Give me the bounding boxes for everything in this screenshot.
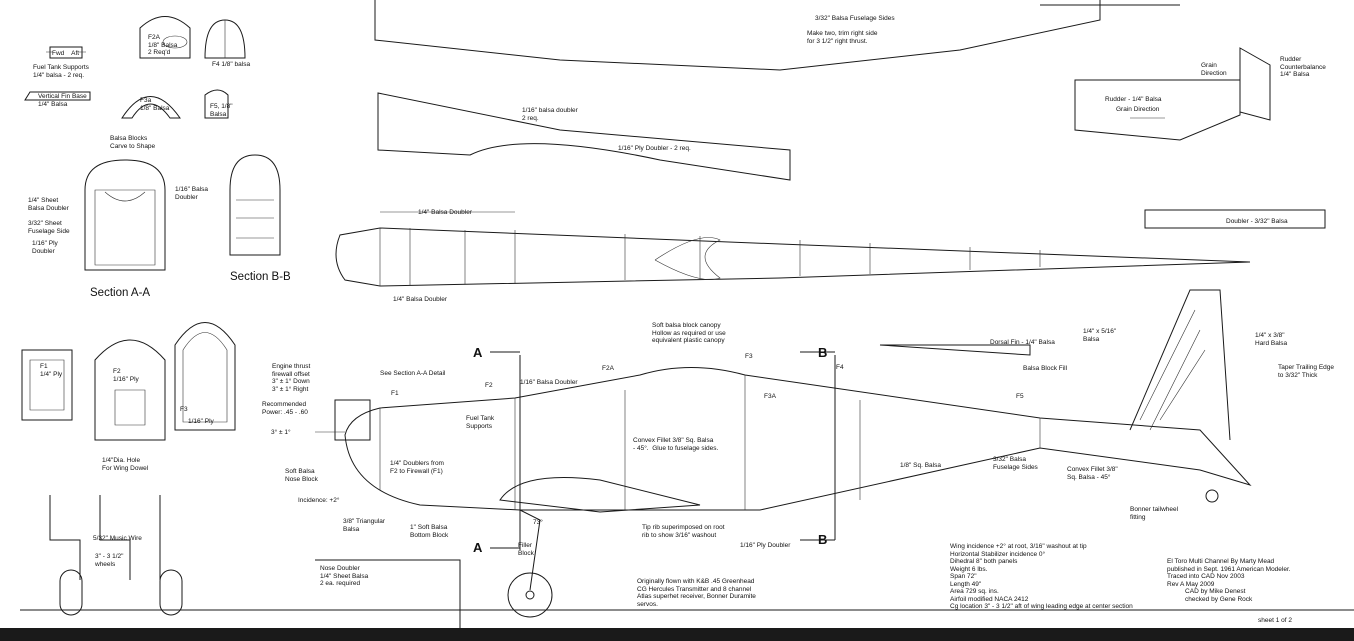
dorsal-fin-label: Dorsal Fin - 1/4" Balsa [990, 339, 1055, 346]
grain-direction-label: Grain Direction [1201, 62, 1227, 77]
f3-station-label: F3 [745, 353, 753, 360]
sheet-side-label: 3/32" Sheet Fuselage Side [28, 220, 70, 235]
f2-part-label: F2 1/16" Ply [113, 368, 139, 383]
f5-part-label: F5, 1/8" Balsa [210, 103, 233, 118]
vertical-fin-base-label: Vertical Fin Base 1/4" Balsa [38, 93, 87, 108]
wheels-label: 3" - 3 1/2" wheels [95, 553, 124, 568]
f3-part-label: F3 [180, 406, 188, 413]
section-b-top-marker: B [818, 345, 828, 360]
sheet-doubler-label: 1/4" Sheet Balsa Doubler [28, 197, 69, 212]
balsa-blocks-label: Balsa Blocks Carve to Shape [110, 135, 156, 150]
eighth-sq-balsa-label: 1/8" Sq. Balsa [900, 462, 941, 469]
section-aa-title: Section A-A [90, 287, 151, 299]
canopy-note: Soft balsa block canopy Hollow as requir… [652, 322, 726, 344]
f1-part-label: F1 1/4" Ply [40, 363, 63, 378]
balsa-doubler-b-label: 1/16" Balsa Doubler [175, 186, 209, 201]
section-a-top-marker: A [473, 345, 483, 360]
soft-bottom-block-label: 1" Soft Balsa Bottom Block [410, 524, 449, 539]
f3-ply-label: 1/16" Ply [188, 418, 214, 425]
originally-flown-note: Originally flown with K&B .45 Greenhead … [637, 578, 756, 608]
tip-rib-note: Tip rib superimposed on root rib to show… [642, 524, 725, 539]
ply-doubler-bottom-label: 1/16" Ply Doubler [740, 542, 791, 549]
music-wire-label: 5/32" Music Wire [93, 535, 142, 542]
nose-doubler-note: Nose Doubler 1/4" Sheet Balsa 2 ea. requ… [320, 565, 369, 587]
ply-doubler-2req-label: 1/16" Ply Doubler - 2 req. [618, 145, 691, 152]
convex-fillet-1-note: Convex Fillet 3/8" Sq. Balsa - 45°. Glue… [633, 437, 719, 452]
f4-part-label: F4 1/8" balsa [212, 61, 251, 68]
fuel-tank-supports-2-label: Fuel Tank Supports [466, 415, 495, 430]
doubler-332-label: Doubler - 3/32" Balsa [1226, 218, 1288, 225]
section-bb-title: Section B-B [230, 271, 291, 283]
balsa-doubler-116-label: 1/16" balsa doubler 2 req. [522, 107, 578, 122]
f4-station-label: F4 [836, 364, 844, 371]
f3a-part-label: F3a 1/8" Balsa [140, 97, 170, 112]
fuel-tank-supports-label: Fuel Tank Supports 1/4" balsa - 2 req. [33, 64, 89, 79]
rudder-label: Rudder - 1/4" Balsa [1105, 96, 1162, 103]
angle-73-label: 73° [533, 519, 543, 526]
grain-direction-2-label: Grain Direction [1116, 106, 1160, 113]
sheet-number: sheet 1 of 2 [1258, 617, 1292, 624]
taper-te-note: Taper Trailing Edge to 3/32" Thick [1278, 364, 1335, 379]
quarter-doubler-bottom-label: 1/4" Balsa Doubler [393, 296, 447, 303]
credits-note: El Toro Multi Channel By Marty Mead publ… [1167, 558, 1291, 603]
balsa-doubler-label: 1/16" Balsa Doubler [520, 379, 578, 386]
f1-station-label: F1 [391, 390, 399, 397]
wing-dowel-label: 1/4"Dia. Hole For Wing Dowel [102, 457, 149, 472]
quarter-doublers-note: 1/4" Doublers from F2 to Firewall (F1) [390, 460, 444, 475]
f2a-part-label: F2A 1/8" Balsa 2 Req'd [148, 34, 178, 56]
specs-note: Wing incidence +2° at root, 3/16" washou… [950, 543, 1133, 610]
triangular-label: 3/8" Triangular Balsa [343, 518, 386, 533]
f2-station-label: F2 [485, 382, 493, 389]
quarter-5-16-label: 1/4" x 5/16" Balsa [1083, 328, 1117, 343]
section-b-bottom-marker: B [818, 532, 828, 547]
engine-thrust-note: Engine thrust firewall offset 3" ± 1° Do… [272, 363, 311, 393]
three-degree-label: 3° ± 1° [271, 429, 291, 436]
balsa-block-fill-label: Balsa Block Fill [1023, 365, 1068, 372]
convex-fillet-2-note: Convex Fillet 3/8" Sq. Balsa - 45° [1067, 466, 1118, 481]
fuselage-sides-label: 3/32" Balsa Fuselage Sides [815, 15, 895, 22]
bottom-frame-bar [0, 628, 1354, 641]
f3a-station-label: F3A [764, 393, 776, 400]
see-section-note: See Section A-A Detail [380, 370, 446, 377]
incidence-label: Incidence: +2° [298, 497, 340, 504]
quarter-doubler-top-label: 1/4" Balsa Doubler [418, 209, 472, 216]
section-a-bottom-marker: A [473, 540, 483, 555]
bonner-tailwheel-label: Bonner tailwheel fitting [1130, 506, 1179, 521]
quarter-3-8-label: 1/4" x 3/8" Hard Balsa [1255, 332, 1288, 347]
balsa-fuselage-sides-label: 3/32" Balsa Fuselage Sides [993, 456, 1038, 471]
ply-doubler-label: 1/16" Ply Doubler [32, 240, 58, 255]
filler-block-label: Filler Block [518, 542, 534, 557]
rudder-counterbalance-label: Rudder Counterbalance 1/4" Balsa [1280, 56, 1326, 78]
fwd-aft-label: Fwd Aft [52, 50, 80, 57]
soft-nose-block-label: Soft Balsa Nose Block [285, 468, 318, 483]
make-two-note: Make two, trim right side for 3 1/2" rig… [807, 30, 878, 45]
f5-station-label: F5 [1016, 393, 1024, 400]
recommended-power-note: Recommended Power: .45 - .60 [262, 401, 308, 416]
f2a-station-label: F2A [602, 365, 614, 372]
